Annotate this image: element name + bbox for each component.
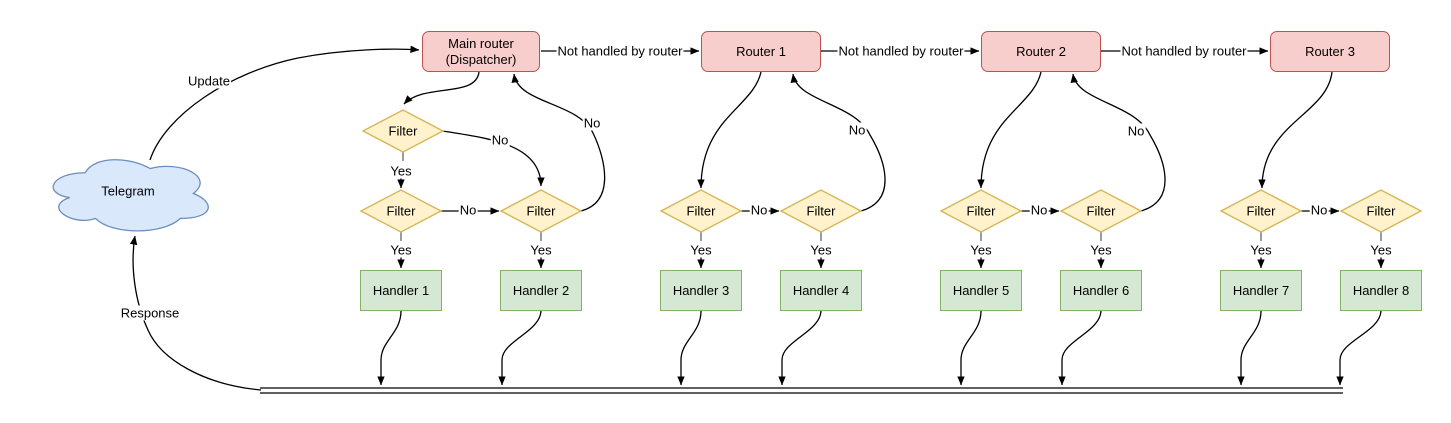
not-handled-label-3: Not handled by router bbox=[1120, 43, 1248, 59]
no-label: No bbox=[1126, 123, 1146, 139]
not-handled-label-1: Not handled by router bbox=[556, 43, 684, 59]
edge-handler3-to-line bbox=[677, 310, 702, 386]
filter-diamond-router1-left bbox=[659, 189, 743, 233]
edge-handler1-to-line bbox=[377, 310, 402, 386]
yes-label: Yes bbox=[969, 242, 993, 258]
no-label: No bbox=[458, 202, 478, 218]
yes-label: Yes bbox=[1249, 242, 1273, 258]
edge-router2-no-loop bbox=[1070, 73, 1166, 212]
filter-label: Filter bbox=[966, 203, 996, 219]
yes-label: Yes bbox=[689, 242, 713, 258]
router1-label: Router 1 bbox=[736, 43, 786, 59]
no-label: No bbox=[582, 115, 602, 131]
filter-diamond-router3-right bbox=[1339, 189, 1423, 233]
handler-box-1: Handler 1 bbox=[360, 270, 442, 311]
edge-router2-to-filter bbox=[977, 71, 1042, 189]
main-router-label-line1: Main router bbox=[448, 35, 514, 51]
filter-label: Filter bbox=[806, 203, 836, 219]
edge-dispatcher-to-filter1 bbox=[403, 71, 480, 105]
edge-router3-to-filter bbox=[1258, 71, 1333, 189]
yes-label: Yes bbox=[1369, 242, 1393, 258]
yes-label: Yes bbox=[1089, 242, 1113, 258]
router3-box: Router 3 bbox=[1270, 31, 1390, 72]
telegram-cloud-shape bbox=[52, 159, 209, 232]
no-label: No bbox=[1029, 202, 1049, 218]
router1-box: Router 1 bbox=[701, 31, 821, 72]
telegram-cloud-label: Telegram bbox=[101, 183, 155, 199]
no-label: No bbox=[490, 132, 510, 148]
edge-handler8-to-line bbox=[1336, 310, 1382, 386]
handler5-label: Handler 5 bbox=[952, 282, 1010, 298]
filter-label: Filter bbox=[526, 203, 556, 219]
handler-box-5: Handler 5 bbox=[940, 270, 1022, 311]
edge-router1-to-filter bbox=[697, 71, 762, 189]
handler8-label: Handler 8 bbox=[1352, 282, 1410, 298]
filter-diamond-router3-left bbox=[1219, 189, 1303, 233]
update-edge-label: Update bbox=[187, 73, 231, 89]
filter-label: Filter bbox=[388, 123, 418, 139]
edge-handler5-to-line bbox=[957, 310, 982, 386]
filter-diamond-dispatcher-top bbox=[361, 109, 445, 153]
no-label: No bbox=[1309, 202, 1329, 218]
yes-label: Yes bbox=[389, 163, 413, 179]
edge-handler2-to-line bbox=[498, 310, 542, 386]
handler-box-6: Handler 6 bbox=[1060, 270, 1142, 311]
filter-label: Filter bbox=[1366, 203, 1396, 219]
yes-label: Yes bbox=[809, 242, 833, 258]
router3-label: Router 3 bbox=[1305, 43, 1355, 59]
yes-label: Yes bbox=[529, 242, 553, 258]
filter-label: Filter bbox=[1086, 203, 1116, 219]
handler4-label: Handler 4 bbox=[792, 282, 850, 298]
router2-box: Router 2 bbox=[981, 31, 1101, 72]
edge-update-arrow bbox=[149, 45, 420, 161]
edge-router1-no-loop bbox=[790, 73, 886, 212]
main-router-box: Main router (Dispatcher) bbox=[422, 31, 540, 72]
handler2-label: Handler 2 bbox=[512, 282, 570, 298]
filter-diamond-router2-right bbox=[1059, 189, 1143, 233]
handler7-label: Handler 7 bbox=[1232, 282, 1290, 298]
response-edge-label: Response bbox=[119, 305, 181, 321]
filter-diamond-dispatcher-right bbox=[499, 189, 583, 233]
router2-label: Router 2 bbox=[1016, 43, 1066, 59]
handler-box-3: Handler 3 bbox=[660, 270, 742, 311]
filter-diamond-router1-right bbox=[779, 189, 863, 233]
handler-box-8: Handler 8 bbox=[1340, 270, 1422, 311]
handler6-label: Handler 6 bbox=[1072, 282, 1130, 298]
handler1-label: Handler 1 bbox=[372, 282, 430, 298]
edge-handler6-to-line bbox=[1058, 310, 1102, 386]
handler-box-7: Handler 7 bbox=[1220, 270, 1302, 311]
main-router-label-line2: (Dispatcher) bbox=[445, 51, 517, 67]
handler-box-4: Handler 4 bbox=[780, 270, 862, 311]
filter-label: Filter bbox=[386, 203, 416, 219]
edge-filter3-no-loop-to-dispatcher bbox=[511, 73, 606, 212]
handler-box-2: Handler 2 bbox=[500, 270, 582, 311]
edge-response-arrow bbox=[129, 235, 262, 391]
not-handled-label-2: Not handled by router bbox=[837, 43, 965, 59]
filter-diamond-router2-left bbox=[939, 189, 1023, 233]
yes-label: Yes bbox=[389, 242, 413, 258]
no-label: No bbox=[847, 122, 867, 138]
filter-diamond-dispatcher-left bbox=[359, 189, 443, 233]
handler3-label: Handler 3 bbox=[672, 282, 730, 298]
no-label: No bbox=[749, 202, 769, 218]
edge-handler7-to-line bbox=[1237, 310, 1262, 386]
edge-handler4-to-line bbox=[778, 310, 822, 386]
filter-label: Filter bbox=[1246, 203, 1276, 219]
filter-label: Filter bbox=[686, 203, 716, 219]
